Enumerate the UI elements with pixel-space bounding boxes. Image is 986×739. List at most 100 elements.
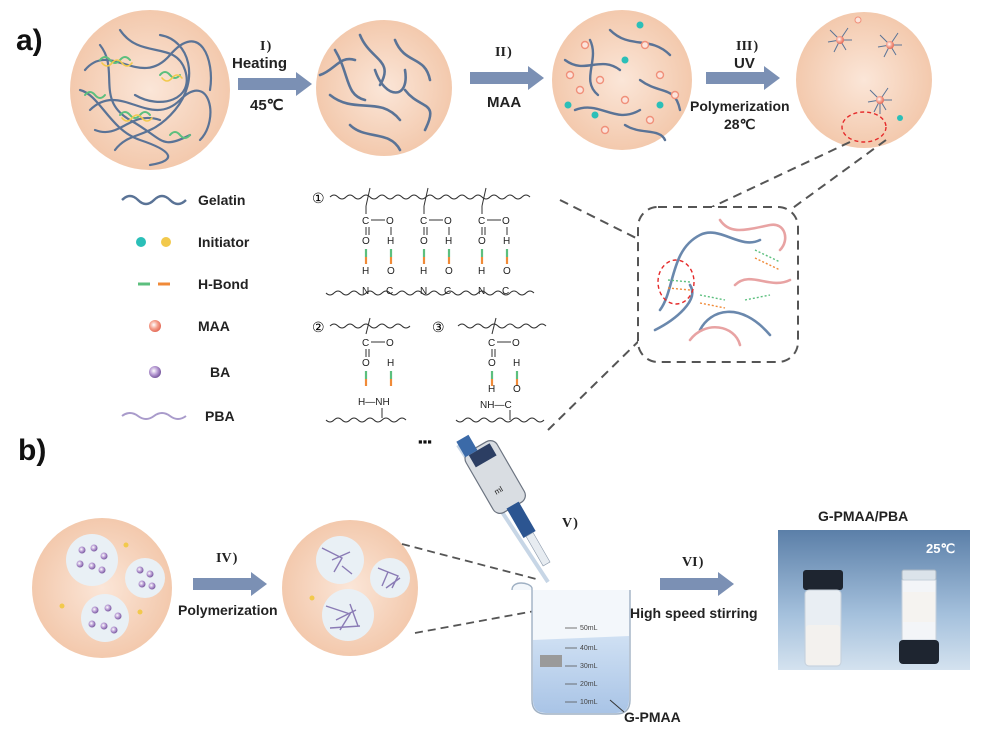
step-2-arrow xyxy=(470,66,544,90)
gelatin-helix-circle xyxy=(70,10,230,170)
structure-1-unit-2: C O O H H O N C xyxy=(420,187,453,297)
legend-ba-bead xyxy=(149,366,161,378)
beaker-mark-40: 40mL xyxy=(580,645,598,652)
beaker-label: G-PMAA xyxy=(624,709,681,725)
step-1-label: Heating xyxy=(232,55,287,72)
svg-text:O: O xyxy=(386,216,394,227)
legend-maa-bead xyxy=(149,320,161,332)
beaker-mark-30: 30mL xyxy=(580,663,598,670)
svg-text:O: O xyxy=(478,236,486,247)
legend-gelatin-label: Gelatin xyxy=(198,192,245,208)
beaker-mark-20: 20mL xyxy=(580,681,598,688)
legend-gelatin-swatch xyxy=(121,194,187,206)
svg-text:H: H xyxy=(362,266,369,277)
structure-1-unit-3: C O O H H O N C xyxy=(478,187,511,297)
step-6-roman: VI ) xyxy=(682,555,704,570)
step-2-roman: II ) xyxy=(495,45,512,60)
svg-text:O: O xyxy=(386,338,394,349)
vials-photo: 25℃ xyxy=(778,530,970,670)
svg-text:C: C xyxy=(362,216,369,227)
structure-1-unit-1: C O O H H O N C xyxy=(362,187,395,297)
svg-text:C: C xyxy=(488,338,495,349)
legend-initiator-yellow xyxy=(161,237,171,247)
step-3-label: Polymerization xyxy=(690,98,790,114)
svg-text:O: O xyxy=(488,358,496,369)
svg-text:C: C xyxy=(386,286,393,297)
zoom-box xyxy=(637,206,799,363)
svg-text:N: N xyxy=(420,286,427,297)
maa-mixture-circle xyxy=(552,10,692,150)
svg-text:H: H xyxy=(478,266,485,277)
svg-text:O: O xyxy=(387,266,395,277)
svg-text:O: O xyxy=(502,216,510,227)
svg-text:H: H xyxy=(445,236,452,247)
svg-text:H: H xyxy=(503,236,510,247)
step-4-label: Polymerization xyxy=(178,602,278,618)
svg-text:O: O xyxy=(362,358,370,369)
step-5-roman: V ) xyxy=(562,516,578,531)
svg-text:H: H xyxy=(420,266,427,277)
svg-text:H: H xyxy=(387,236,394,247)
pba-network-circle xyxy=(282,520,418,656)
svg-text:C: C xyxy=(502,286,509,297)
beaker: 50mL 40mL 30mL 20mL 10mL G-PMAA xyxy=(511,582,681,725)
svg-text:C: C xyxy=(478,216,485,227)
step-1-arrow xyxy=(238,72,312,96)
photo-title: G-PMAA/PBA xyxy=(818,508,908,524)
svg-text:O: O xyxy=(444,216,452,227)
svg-text:H: H xyxy=(513,358,520,369)
photo-temp-label: 25℃ xyxy=(926,541,955,556)
panel-a-label: a) xyxy=(16,24,43,57)
step-6-arrow xyxy=(660,572,734,596)
step-2-label: MAA xyxy=(487,94,521,111)
step-3-uv: UV xyxy=(734,55,755,72)
beaker-guide-lines xyxy=(401,543,541,634)
step-1-roman: I ) xyxy=(260,39,272,54)
step-4-arrow xyxy=(193,572,267,596)
legend-pba-swatch xyxy=(121,412,187,420)
legend-hbond-label: H-Bond xyxy=(198,276,249,292)
chem-structures: ① C O O H H O N C C O xyxy=(312,187,547,449)
beaker-mark-10: 10mL xyxy=(580,699,598,706)
panel-b-label: b) xyxy=(18,434,46,467)
svg-text:O: O xyxy=(512,338,520,349)
step-6-label: High speed stirring xyxy=(630,605,758,621)
step-3-temp: 28℃ xyxy=(724,116,756,132)
step-1-temp: 45℃ xyxy=(250,97,284,114)
beaker-mark-50: 50mL xyxy=(580,625,598,632)
step-3-roman: III ) xyxy=(736,39,759,54)
structure-2-number: ② xyxy=(312,319,325,335)
svg-text:H—NH: H—NH xyxy=(358,397,390,408)
svg-text:O: O xyxy=(362,236,370,247)
legend-initiator-label: Initiator xyxy=(198,234,250,250)
legend-initiator-teal xyxy=(136,237,146,247)
svg-text:NH—C: NH—C xyxy=(480,400,512,411)
svg-text:O: O xyxy=(445,266,453,277)
micelle-circle xyxy=(796,12,932,148)
ellipsis-dots: ▪▪▪ xyxy=(418,434,432,449)
svg-text:C: C xyxy=(420,216,427,227)
svg-text:O: O xyxy=(513,384,521,395)
zoom-guide-lines xyxy=(547,139,887,431)
svg-text:C: C xyxy=(362,338,369,349)
legend: Gelatin Initiator H-Bond MAA BA PBA xyxy=(121,192,250,424)
ba-emulsion-circle xyxy=(32,518,172,658)
structure-3-number: ③ xyxy=(432,319,445,335)
svg-text:N: N xyxy=(362,286,369,297)
legend-ba-label: BA xyxy=(210,364,230,380)
pipette-label: ml xyxy=(493,484,505,496)
structure-1-number: ① xyxy=(312,190,325,206)
uncoiled-gelatin-circle xyxy=(316,20,452,156)
svg-text:O: O xyxy=(420,236,428,247)
legend-maa-label: MAA xyxy=(198,318,230,334)
svg-text:H: H xyxy=(387,358,394,369)
structure-1-top-backbone xyxy=(329,194,531,200)
svg-text:N: N xyxy=(478,286,485,297)
pipette: ml xyxy=(456,434,551,584)
step-4-roman: IV ) xyxy=(216,551,238,566)
svg-text:H: H xyxy=(488,384,495,395)
svg-text:C: C xyxy=(444,286,451,297)
legend-pba-label: PBA xyxy=(205,408,235,424)
svg-text:O: O xyxy=(503,266,511,277)
